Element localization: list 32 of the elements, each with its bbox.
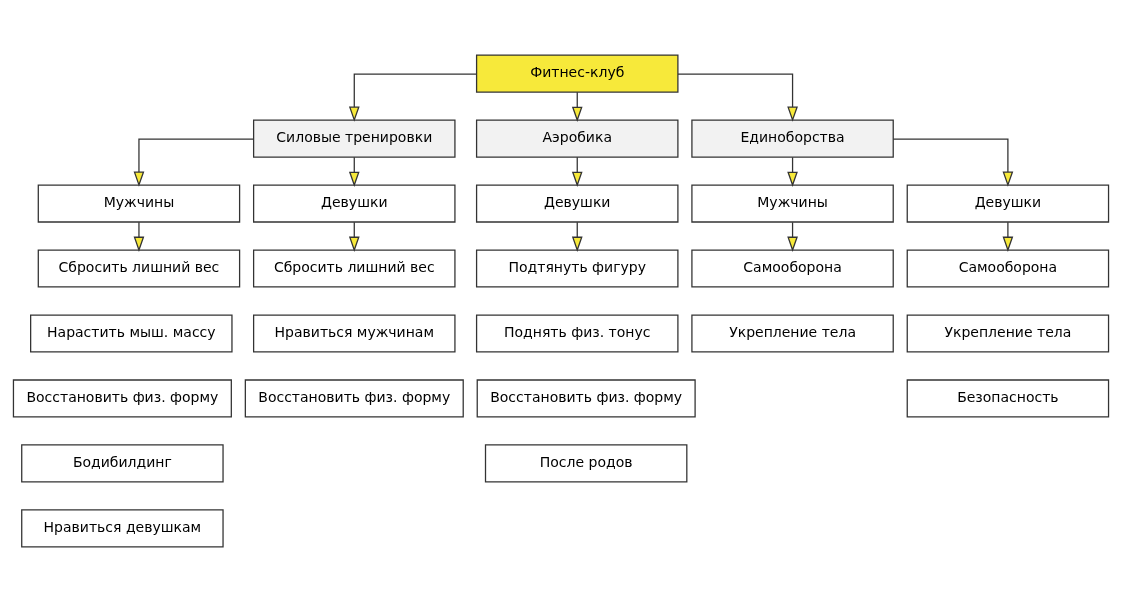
node-box: Единоборства: [691, 118, 894, 158]
node-box: Мужчины: [691, 183, 894, 223]
node-box: Восстановить физ. форму: [244, 378, 464, 418]
node-box: Восстановить физ. форму: [12, 378, 232, 418]
node-box: Девушки: [906, 183, 1110, 223]
node-box: Мужчины: [37, 183, 241, 223]
node-box: Силовые тренировки: [253, 118, 456, 158]
node-box: Подтянуть фигуру: [475, 248, 679, 288]
arrow: [677, 73, 798, 122]
arrow: [1002, 221, 1014, 252]
node-box: Безопасность: [906, 378, 1110, 418]
node-box: Бодибилдинг: [21, 443, 224, 483]
node-box: Укрепление тела: [906, 313, 1110, 353]
node-box: Нравиться девушкам: [21, 508, 224, 548]
arrow: [348, 73, 478, 122]
node-box: Нарастить мыш. массу: [30, 313, 233, 353]
arrow: [133, 138, 255, 187]
node-box: Сбросить лишний вес: [37, 248, 241, 288]
node-box: Аэробика: [475, 118, 679, 158]
node-box: Укрепление тела: [691, 313, 894, 353]
node-box: Сбросить лишний вес: [253, 248, 456, 288]
node-box: Нравиться мужчинам: [253, 313, 456, 353]
node-box: Поднять физ. тонус: [475, 313, 679, 353]
node-box: Фитнес-клуб: [475, 53, 679, 93]
node-box: После родов: [484, 443, 688, 483]
node-box: Восстановить физ. форму: [476, 378, 696, 418]
node-box: Самооборона: [906, 248, 1110, 288]
node-box: Девушки: [475, 183, 679, 223]
node-box: Девушки: [253, 183, 456, 223]
arrow: [892, 138, 1014, 187]
node-box: Самооборона: [691, 248, 894, 288]
arrow: [133, 221, 145, 252]
